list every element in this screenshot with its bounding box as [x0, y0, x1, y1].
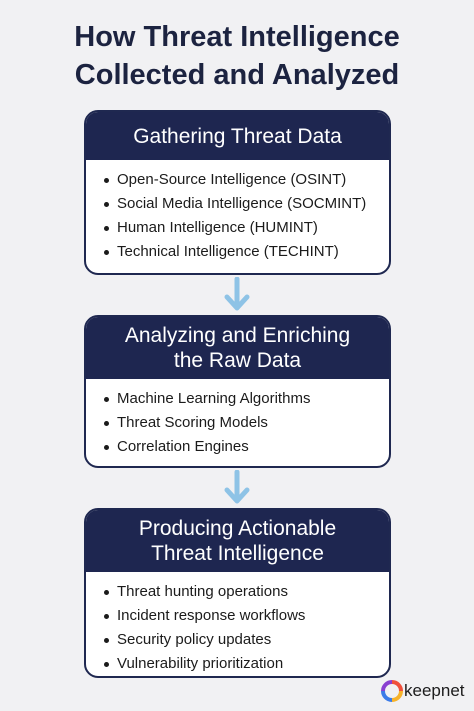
list-item: Machine Learning Algorithms [104, 387, 389, 411]
list-item: Threat Scoring Models [104, 411, 389, 435]
step-heading-line: the Raw Data [173, 349, 302, 372]
title-line-1: How Threat Intelligence [74, 21, 400, 53]
page-title: How Threat Intelligence Collected and An… [0, 18, 474, 94]
list-item: Threat hunting operations [104, 580, 389, 604]
list-item: Correlation Engines [104, 435, 389, 459]
list-item: Technical Intelligence (TECHINT) [104, 240, 389, 264]
arrow-down-icon [224, 277, 250, 311]
list-item: Incident response workflows [104, 604, 389, 628]
step-card-producing: Producing Actionable Threat Intelligence… [84, 508, 391, 678]
keepnet-logo-icon [381, 680, 403, 702]
logo-text: keepnet [404, 681, 465, 700]
step-body: Threat hunting operations Incident respo… [86, 572, 389, 676]
keepnet-logo: keepnet [381, 680, 465, 702]
step-heading: Producing Actionable Threat Intelligence [86, 510, 389, 572]
step-list: Threat hunting operations Incident respo… [104, 580, 389, 676]
step-heading: Analyzing and Enriching the Raw Data [86, 317, 389, 379]
list-item: Vulnerability prioritization [104, 652, 389, 676]
step-list: Machine Learning Algorithms Threat Scori… [104, 387, 389, 459]
list-item: Security policy updates [104, 628, 389, 652]
step-card-gathering: Gathering Threat Data Open-Source Intell… [84, 110, 391, 275]
step-body: Machine Learning Algorithms Threat Scori… [86, 379, 389, 459]
step-heading-line: Producing Actionable [138, 517, 337, 540]
step-heading: Gathering Threat Data [86, 112, 389, 160]
step-heading-line: Threat Intelligence [151, 542, 324, 565]
step-heading-line: Analyzing and Enriching [124, 324, 351, 347]
title-line-2: Collected and Analyzed [74, 59, 400, 91]
list-item: Open-Source Intelligence (OSINT) [104, 168, 389, 192]
step-body: Open-Source Intelligence (OSINT) Social … [86, 160, 389, 264]
list-item: Social Media Intelligence (SOCMINT) [104, 192, 389, 216]
arrow-down-icon [224, 470, 250, 504]
step-list: Open-Source Intelligence (OSINT) Social … [104, 168, 389, 264]
list-item: Human Intelligence (HUMINT) [104, 216, 389, 240]
step-card-analyzing: Analyzing and Enriching the Raw Data Mac… [84, 315, 391, 468]
step-heading-line: Gathering Threat Data [133, 124, 342, 148]
